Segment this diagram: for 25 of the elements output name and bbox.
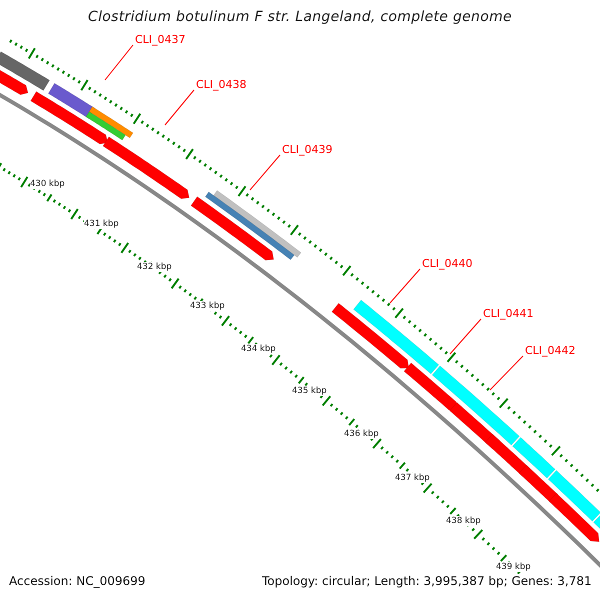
footer-text: Accession: NC_009699: [9, 574, 146, 588]
leader-line: [450, 318, 482, 354]
leader-line: [490, 356, 524, 390]
leader-line: [250, 154, 280, 190]
scale-label: 437 kbp: [395, 473, 430, 483]
leader-line: [390, 268, 420, 304]
gene-label: CLI_0437: [135, 33, 186, 46]
scale-label: 434 kbp: [241, 344, 276, 354]
scale-label: 433 kbp: [190, 301, 225, 311]
gene-label: CLI_0441: [483, 307, 534, 320]
diagram-title: Clostridium botulinum F str. Langeland, complete genome: [87, 9, 513, 25]
scale-label: 432 kbp: [137, 262, 172, 272]
scale-label: 435 kbp: [292, 386, 327, 396]
leader-line: [104, 44, 134, 80]
gene-label: CLI_0442: [525, 344, 576, 357]
gene-label: CLI_0438: [196, 78, 247, 91]
scale-label: 430 kbp: [30, 179, 65, 189]
footer-text: Topology: circular; Length: 3,995,387 bp; Genes: 3,781: [262, 574, 592, 588]
scale-label: 439 kbp: [496, 562, 531, 572]
scale-label: 436 kbp: [344, 429, 379, 439]
scale-label: 431 kbp: [84, 219, 119, 229]
scale-label: 438 kbp: [446, 516, 481, 526]
gene-label: CLI_0439: [282, 143, 333, 156]
gene-label: CLI_0440: [422, 257, 473, 270]
leader-line: [164, 90, 194, 126]
